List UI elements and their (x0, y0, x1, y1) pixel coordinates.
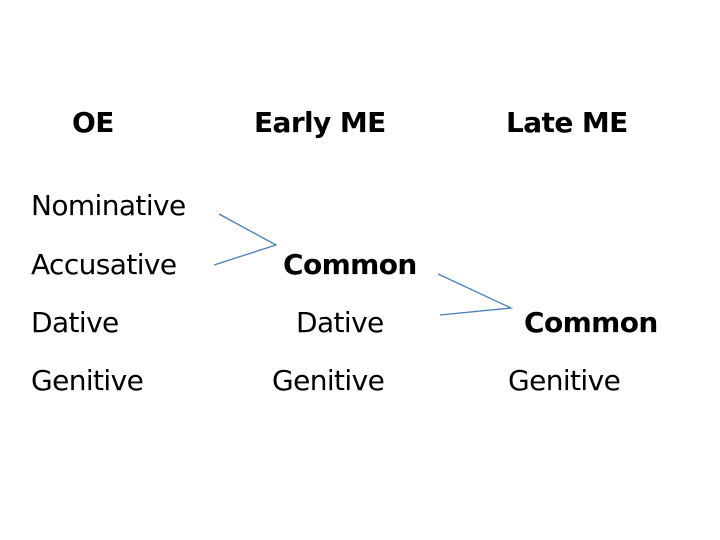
early-me-common: Common (283, 248, 417, 281)
late-me-common: Common (524, 306, 658, 339)
merge-connector-oe-to-early-me (213, 213, 278, 266)
oe-dative: Dative (31, 306, 119, 339)
merge-connector-early-me-to-late-me (437, 273, 514, 316)
oe-nominative: Nominative (31, 189, 186, 222)
header-late-me: Late ME (506, 106, 628, 139)
header-oe: OE (72, 106, 114, 139)
early-me-genitive: Genitive (272, 364, 385, 397)
oe-accusative: Accusative (31, 248, 177, 281)
early-me-dative: Dative (296, 306, 384, 339)
oe-genitive: Genitive (31, 364, 144, 397)
late-me-genitive: Genitive (508, 364, 621, 397)
header-early-me: Early ME (254, 106, 386, 139)
